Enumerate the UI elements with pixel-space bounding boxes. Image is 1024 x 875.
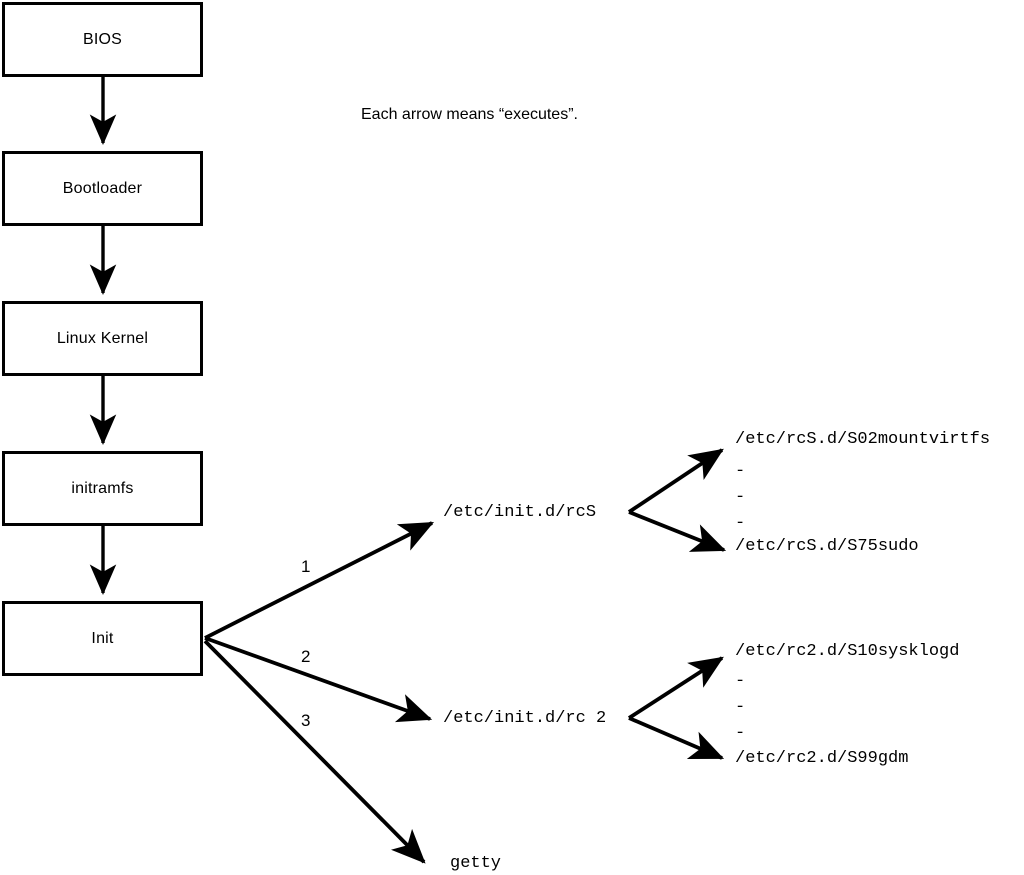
script-rcs-ellipsis-1: - bbox=[735, 462, 746, 481]
target-init-d-rc2[interactable]: /etc/init.d/rc 2 bbox=[443, 709, 607, 728]
node-bios-label: BIOS bbox=[82, 30, 123, 48]
arrow-rc2-to-last-script bbox=[628, 716, 725, 760]
node-initramfs[interactable]: initramfs bbox=[2, 451, 203, 526]
target-init-d-rcs[interactable]: /etc/init.d/rcS bbox=[443, 503, 597, 522]
script-rcs-ellipsis-2: - bbox=[735, 488, 746, 507]
script-rc2-first[interactable]: /etc/rc2.d/S10sysklogd bbox=[735, 642, 960, 661]
branch-number-3: 3 bbox=[301, 711, 311, 730]
node-linux-kernel-label: Linux Kernel bbox=[56, 329, 149, 347]
node-init-label: Init bbox=[91, 629, 114, 647]
target-getty[interactable]: getty bbox=[450, 854, 502, 873]
diagram-caption: Each arrow means “executes”. bbox=[361, 106, 578, 123]
node-initramfs-label: initramfs bbox=[71, 479, 134, 497]
script-rc2-ellipsis-2: - bbox=[735, 698, 746, 717]
arrow-init-to-getty bbox=[203, 639, 426, 864]
script-rcs-ellipsis-3: - bbox=[735, 514, 746, 533]
node-bios[interactable]: BIOS bbox=[2, 2, 203, 77]
script-rc2-ellipsis-1: - bbox=[735, 672, 746, 691]
branch-number-1: 1 bbox=[301, 557, 311, 576]
node-bootloader[interactable]: Bootloader bbox=[2, 151, 203, 226]
script-rc2-ellipsis-3: - bbox=[735, 724, 746, 743]
script-rcs-last[interactable]: /etc/rcS.d/S75sudo bbox=[735, 537, 919, 556]
node-bootloader-label: Bootloader bbox=[62, 179, 143, 197]
node-linux-kernel[interactable]: Linux Kernel bbox=[2, 301, 203, 376]
arrow-init-to-rcs bbox=[204, 521, 435, 640]
branch-number-2: 2 bbox=[301, 647, 311, 666]
node-init[interactable]: Init bbox=[2, 601, 203, 676]
arrow-rcs-to-first-script bbox=[627, 448, 724, 514]
arrow-init-to-rc2 bbox=[204, 636, 433, 723]
script-rc2-last[interactable]: /etc/rc2.d/S99gdm bbox=[735, 749, 909, 768]
arrow-rc2-to-first-script bbox=[627, 656, 724, 720]
arrow-rcs-to-last-script bbox=[628, 510, 727, 552]
script-rcs-first[interactable]: /etc/rcS.d/S02mountvirtfs bbox=[735, 430, 991, 449]
